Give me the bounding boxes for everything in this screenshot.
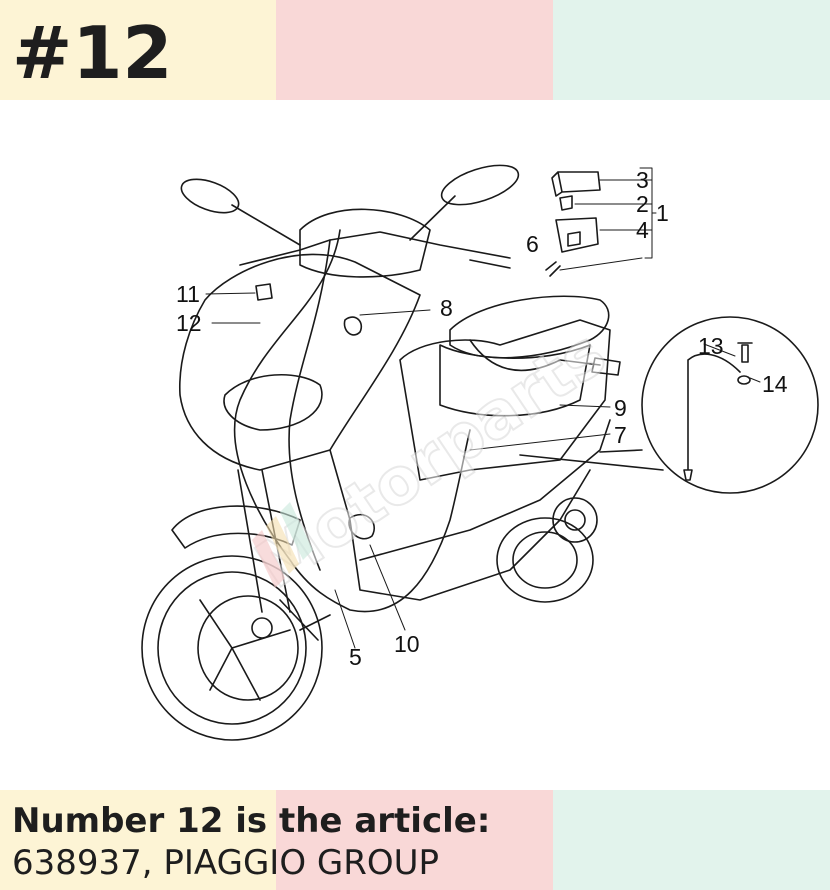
part-6-screw bbox=[545, 261, 561, 277]
header-band bbox=[0, 0, 830, 100]
front-fender bbox=[171, 505, 301, 549]
handlebar bbox=[239, 231, 511, 269]
callout-12: 12 bbox=[176, 310, 202, 336]
left-mirror bbox=[180, 178, 240, 214]
part-4 bbox=[555, 217, 599, 253]
seat-base bbox=[439, 344, 591, 417]
floor-panel bbox=[359, 419, 611, 561]
band-pink bbox=[276, 0, 553, 100]
headset bbox=[299, 208, 431, 278]
band-yellow bbox=[0, 0, 276, 100]
callout-9: 9 bbox=[614, 395, 627, 421]
callout-11: 11 bbox=[176, 281, 200, 307]
callout-13: 13 bbox=[698, 333, 724, 359]
callout-8: 8 bbox=[440, 295, 453, 321]
headlight bbox=[223, 373, 323, 431]
parts-diagram: Motorparts 1 2 3 4 5 6 7 8 9 10 11 12 13… bbox=[141, 164, 819, 741]
detail-rod bbox=[683, 353, 741, 481]
part-clamp-10 bbox=[348, 513, 375, 540]
right-mirror-stem bbox=[409, 195, 456, 241]
watermark-logo bbox=[252, 502, 313, 588]
callout-4: 4 bbox=[636, 217, 649, 243]
footer-band bbox=[0, 790, 830, 890]
part-14-washer bbox=[737, 375, 751, 385]
right-mirror bbox=[440, 164, 520, 206]
caption-heading: Number 12 is the article: bbox=[12, 801, 491, 841]
part-3 bbox=[551, 171, 601, 197]
callout-6: 6 bbox=[526, 231, 539, 257]
callout-2: 2 bbox=[636, 191, 649, 217]
side-panel bbox=[399, 319, 611, 481]
front-shield bbox=[178, 253, 421, 471]
rear-wheel bbox=[496, 497, 598, 603]
callout-3: 3 bbox=[636, 167, 649, 193]
band-yellow-bottom bbox=[0, 790, 276, 890]
callouts: 1 2 3 4 5 6 7 8 9 10 11 12 13 14 bbox=[176, 167, 788, 670]
part-11 bbox=[255, 283, 273, 301]
detail-circle bbox=[641, 316, 819, 494]
callout-5: 5 bbox=[349, 644, 362, 670]
band-pink-bottom bbox=[276, 790, 553, 890]
throttle-cable bbox=[288, 239, 331, 571]
page-title: #12 bbox=[12, 11, 173, 95]
band-mint-bottom bbox=[553, 790, 830, 890]
part-2 bbox=[559, 195, 573, 211]
lock-cable bbox=[469, 339, 601, 372]
part-13-screw bbox=[737, 342, 753, 363]
left-mirror-stem bbox=[231, 204, 301, 246]
callout-1: 1 bbox=[656, 200, 669, 226]
part-clamp-8 bbox=[343, 316, 363, 336]
seat-lock-latch bbox=[591, 357, 621, 376]
detail-leader bbox=[519, 449, 664, 471]
callout-14: 14 bbox=[762, 371, 788, 397]
band-mint bbox=[553, 0, 830, 100]
front-wheel bbox=[141, 555, 323, 741]
leader-lines bbox=[205, 167, 761, 649]
callout-10: 10 bbox=[394, 631, 420, 657]
caption-article: 638937, PIAGGIO GROUP bbox=[12, 843, 440, 883]
brake-cable bbox=[233, 229, 471, 613]
callout-7: 7 bbox=[614, 422, 627, 448]
